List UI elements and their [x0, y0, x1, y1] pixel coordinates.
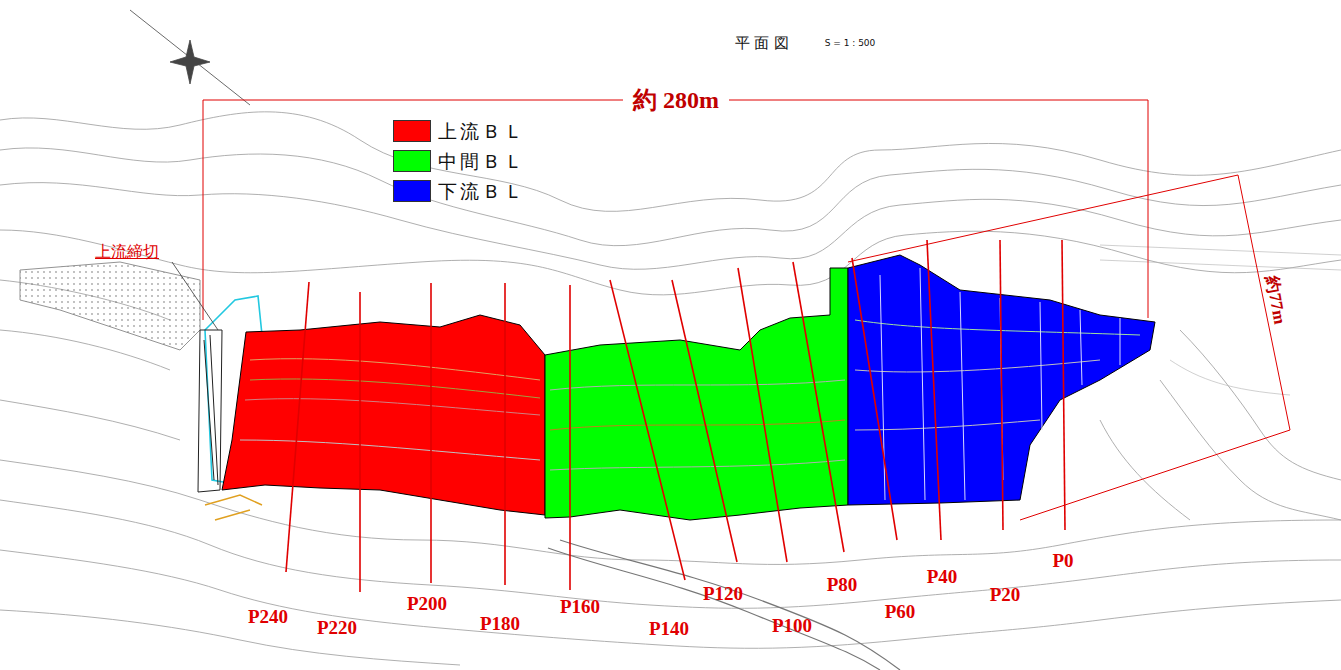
contour-lines: [0, 112, 1341, 665]
callout-label: 上流締切: [95, 243, 159, 261]
north-arrow: [130, 10, 250, 105]
dimension-lines: [203, 100, 1290, 520]
section-number: P160: [560, 597, 600, 618]
upstream-block: [222, 315, 545, 515]
middle-block: [545, 268, 848, 520]
legend-swatch: [393, 120, 431, 142]
section-number: P0: [1052, 551, 1073, 572]
section-number: P240: [248, 607, 288, 628]
drawing-title: 平 面 図: [735, 35, 790, 52]
legend-text: 中間ＢＬ: [438, 151, 526, 172]
dimension-label: 約77m: [1262, 275, 1289, 326]
dimension-label: 約 280m: [623, 87, 729, 113]
legend-swatch: [393, 180, 431, 202]
legend-text: 上流ＢＬ: [438, 121, 526, 142]
section-number: P40: [927, 567, 958, 588]
scale-note: S = 1 : 500: [825, 39, 876, 49]
section-number: P180: [480, 614, 520, 635]
section-number: P220: [317, 618, 357, 639]
section-number: P120: [703, 584, 743, 605]
legend-swatch: [393, 150, 431, 172]
section-number: P80: [827, 575, 858, 596]
legend-text: 下流ＢＬ: [438, 181, 526, 202]
section-lines: [286, 240, 1065, 592]
section-number: P20: [990, 585, 1021, 606]
section-number: P140: [649, 619, 689, 640]
section-number: P200: [407, 594, 447, 615]
section-number: P100: [772, 616, 812, 637]
section-number: P60: [885, 602, 916, 623]
